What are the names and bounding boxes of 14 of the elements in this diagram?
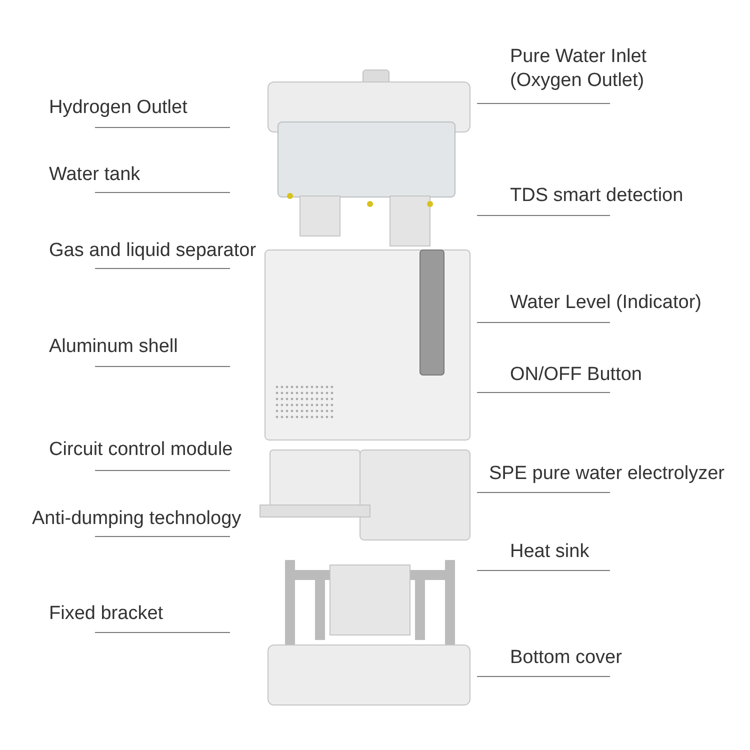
part-label: Heat sink bbox=[510, 540, 590, 564]
part-label: Fixed bracket bbox=[49, 602, 164, 626]
part-label: Circuit control module bbox=[49, 438, 233, 462]
part-label: Pure Water Inlet (Oxygen Outlet) bbox=[510, 45, 648, 93]
part-label: SPE pure water electrolyzer bbox=[489, 462, 724, 486]
part-label: Bottom cover bbox=[510, 646, 622, 670]
part-label: Hydrogen Outlet bbox=[49, 96, 188, 120]
part-label: Water Level (Indicator) bbox=[510, 291, 702, 315]
part-label: ON/OFF Button bbox=[510, 363, 642, 387]
part-label: Gas and liquid separator bbox=[49, 239, 256, 263]
part-label: Aluminum shell bbox=[49, 335, 178, 359]
part-label: TDS smart detection bbox=[510, 184, 684, 208]
part-label: Water tank bbox=[49, 163, 140, 187]
part-label: Anti-dumping technology bbox=[32, 507, 242, 531]
